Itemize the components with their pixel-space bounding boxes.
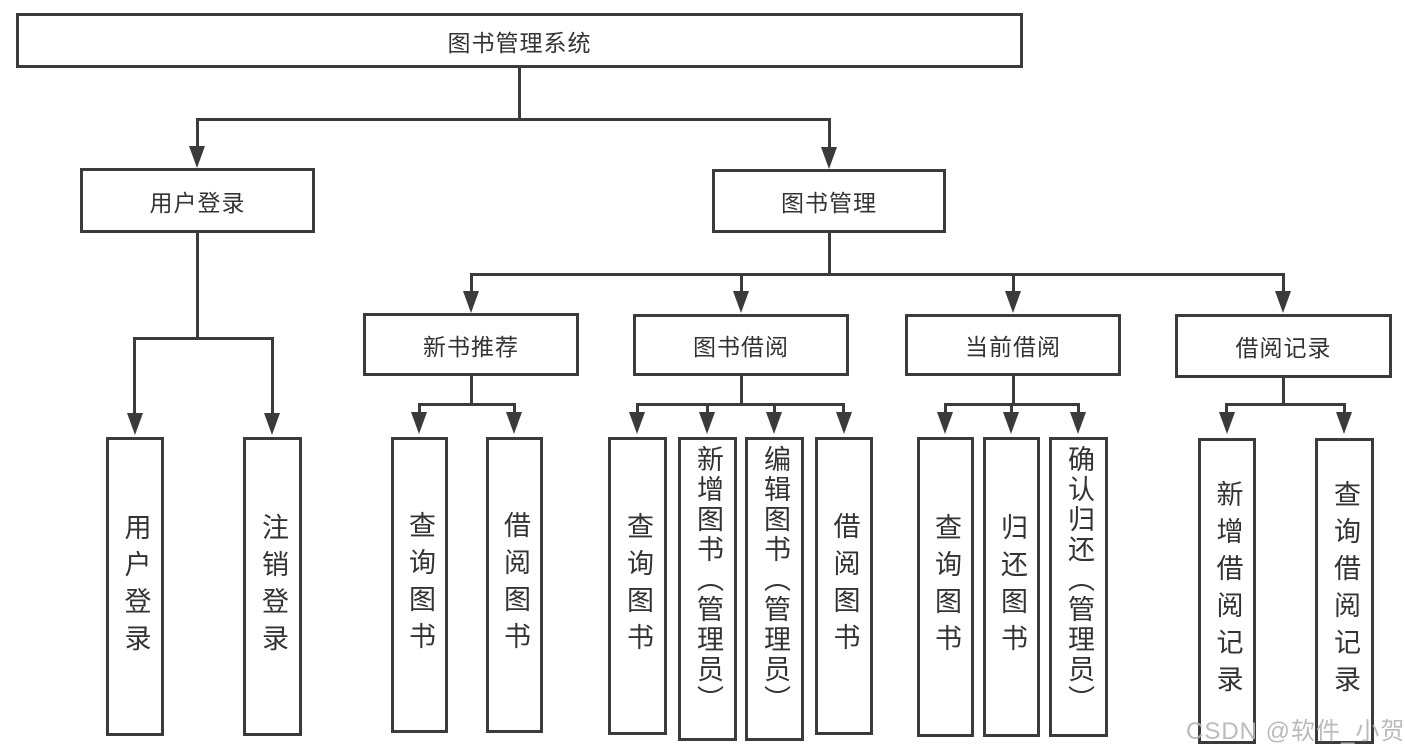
connector-line [513, 403, 516, 414]
node-add-borrow-record-label: 新增借阅记录 [1212, 480, 1243, 702]
node-confirm-return-admin: 确认归还（管理员） [1049, 437, 1108, 737]
connector-line [740, 376, 743, 405]
node-query-book-label: 查询图书 [623, 512, 653, 660]
arrow-down-icon [506, 412, 522, 434]
connector-line [1282, 273, 1285, 293]
arrow-down-icon [1219, 412, 1235, 434]
connector-line [271, 337, 274, 415]
node-book-management: 图书管理 [712, 169, 946, 233]
node-logout-leaf: 注销登录 [243, 437, 302, 736]
node-borrow-book: 借阅图书 [815, 437, 873, 735]
node-user-login-label: 用户登录 [149, 189, 246, 216]
connector-line [133, 337, 274, 340]
connector-line [1012, 273, 1015, 293]
connector-line [1077, 403, 1080, 414]
node-query-book: 查询图书 [391, 437, 448, 733]
node-book-management-label: 图书管理 [781, 190, 877, 216]
arrow-down-icon [1336, 412, 1352, 434]
node-library-system-label: 图书管理系统 [447, 29, 592, 56]
connector-line [418, 403, 421, 414]
connector-line [470, 273, 1284, 276]
node-book-borrowing-label: 图书借阅 [693, 334, 789, 360]
node-edit-book-admin: 编辑图书（管理员） [745, 437, 804, 741]
node-new-book-recommend: 新书推荐 [363, 313, 579, 376]
connector-line [1282, 376, 1285, 405]
node-book-borrowing: 图书借阅 [633, 314, 849, 376]
connector-line [1343, 403, 1346, 414]
node-borrow-records-label: 借阅记录 [1235, 335, 1332, 361]
arrow-down-icon [1070, 412, 1086, 434]
arrow-down-icon [629, 412, 645, 434]
connector-line [842, 403, 845, 414]
connector-line [196, 232, 199, 338]
arrow-down-icon [733, 291, 749, 313]
node-edit-book-admin-label: 编辑图书（管理员） [760, 445, 790, 715]
node-return-book: 归还图书 [983, 437, 1040, 737]
node-borrow-book-label: 借阅图书 [500, 511, 530, 659]
connector-line [418, 403, 516, 406]
node-query-book: 查询图书 [917, 437, 974, 737]
node-add-book-admin: 新增图书（管理员） [678, 437, 737, 741]
connector-line [828, 118, 831, 149]
arrow-down-icon [821, 147, 837, 169]
node-query-book: 查询图书 [608, 437, 667, 735]
node-borrow-book: 借阅图书 [486, 437, 543, 733]
connector-line [1012, 376, 1015, 405]
node-add-borrow-record: 新增借阅记录 [1198, 438, 1256, 744]
connector-line [828, 233, 831, 274]
arrow-down-icon [264, 413, 280, 435]
node-user-login: 用户登录 [80, 168, 315, 233]
connector-line [773, 403, 776, 414]
arrow-down-icon [1003, 412, 1019, 434]
csdn-watermark: CSDN @软件_小贺同学 [1186, 718, 1405, 745]
node-query-book-label: 查询图书 [931, 513, 961, 661]
arrow-down-icon [937, 412, 953, 434]
arrow-down-icon [1275, 291, 1291, 313]
connector-line [636, 403, 639, 414]
arrow-down-icon [411, 412, 427, 434]
node-library-system: 图书管理系统 [16, 13, 1023, 68]
connector-line [740, 273, 743, 293]
node-borrow-book-label: 借阅图书 [829, 512, 860, 660]
connector-line [944, 403, 947, 414]
node-query-borrow-record: 查询借阅记录 [1315, 438, 1374, 744]
arrow-down-icon [463, 291, 479, 313]
node-new-book-recommend-label: 新书推荐 [423, 333, 519, 360]
arrow-down-icon [699, 412, 715, 434]
node-current-borrowing-label: 当前借阅 [965, 334, 1061, 360]
node-borrow-records: 借阅记录 [1175, 314, 1392, 378]
arrow-down-icon [1005, 291, 1021, 313]
connector-line [133, 337, 136, 415]
arrow-down-icon [836, 412, 852, 434]
node-logout-leaf-label: 注销登录 [258, 512, 288, 661]
connector-line [706, 403, 709, 414]
node-current-borrowing: 当前借阅 [905, 314, 1121, 376]
node-user-login-leaf: 用户登录 [106, 437, 164, 736]
arrow-down-icon [127, 413, 143, 435]
connector-line [1225, 403, 1228, 414]
connector-line [470, 273, 473, 293]
connector-line [470, 376, 473, 405]
connector-line [196, 118, 199, 148]
node-return-book-label: 归还图书 [997, 513, 1027, 661]
connector-line [1225, 403, 1346, 406]
arrow-down-icon [189, 146, 205, 168]
connector-line [196, 118, 831, 121]
arrow-down-icon [766, 412, 782, 434]
connector-line [636, 403, 845, 406]
node-add-book-admin-label: 新增图书（管理员） [693, 445, 723, 715]
node-confirm-return-admin-label: 确认归还（管理员） [1064, 445, 1094, 715]
connector-line [1010, 403, 1013, 414]
node-query-borrow-record-label: 查询借阅记录 [1330, 480, 1360, 702]
connector-line [518, 67, 521, 119]
node-query-book-label: 查询图书 [405, 511, 435, 659]
node-user-login-leaf-label: 用户登录 [120, 512, 151, 661]
